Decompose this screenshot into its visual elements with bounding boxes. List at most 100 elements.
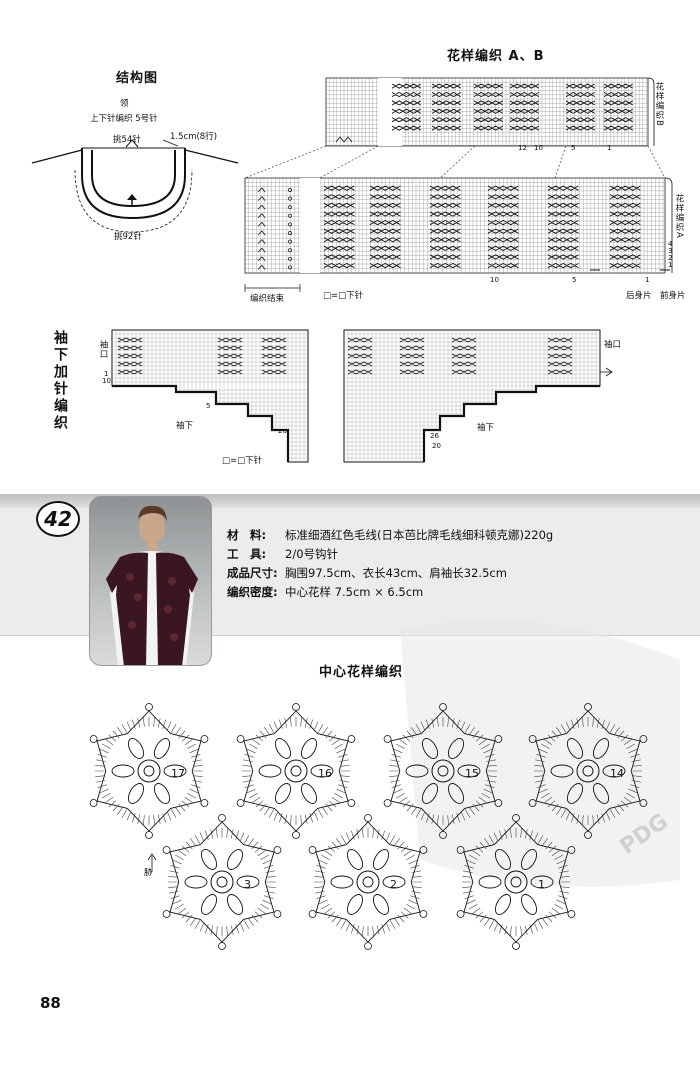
chart-a-crosses xyxy=(547,185,579,269)
sleeve-gap xyxy=(326,330,340,462)
motif-petal xyxy=(300,738,318,759)
structure-title: 结构图 xyxy=(116,71,159,86)
motif-picot xyxy=(639,735,648,743)
b-col-num: 5 xyxy=(571,144,576,152)
a-col-num: 1 xyxy=(645,276,650,284)
yarn-over-mark xyxy=(288,196,292,201)
materials-value: 标准细酒红色毛线(日本芭比牌毛线细科顿克娜)220g xyxy=(285,528,554,542)
sleeve-title: 袖下加针编织 xyxy=(52,330,68,432)
label-b: 花样编织B xyxy=(654,82,664,127)
motif-picot xyxy=(456,846,465,854)
motif-petal xyxy=(382,875,406,889)
motif-picot xyxy=(364,814,372,822)
cuff-right: 袖口 xyxy=(604,340,622,350)
motif-number: 17 xyxy=(171,767,185,780)
sleeve-right-edge xyxy=(422,384,600,462)
tools-row: 工 具: 2/0号钩针 xyxy=(227,545,553,564)
chart-b-crosses xyxy=(473,83,504,131)
motif-petal xyxy=(127,738,145,759)
label-a: 花样编织A xyxy=(674,194,684,239)
motif-petal xyxy=(330,875,354,889)
motif-petal xyxy=(200,894,218,915)
motif-center-ring xyxy=(284,759,308,783)
row-num: 1 xyxy=(668,261,673,269)
motif-picot xyxy=(419,846,428,854)
motif-picot xyxy=(383,799,392,807)
motif-petal xyxy=(530,875,554,889)
motif-picot xyxy=(456,910,465,918)
motif-picot xyxy=(347,799,356,807)
chart-b-crosses xyxy=(565,83,596,131)
pick-bottom-label: 挑92针 xyxy=(114,232,142,242)
motif-outline xyxy=(169,821,275,943)
motif-petal xyxy=(566,783,584,804)
model-photo xyxy=(89,496,212,666)
motif-petal xyxy=(226,894,244,915)
chart-b-crosses xyxy=(431,83,462,131)
materials-label: 材 料: xyxy=(227,528,267,542)
motif-picot xyxy=(145,703,153,711)
motif-number: 14 xyxy=(610,767,624,780)
side-arrow xyxy=(147,853,157,872)
motif-petal xyxy=(153,783,171,804)
sleeve-left-crosses xyxy=(217,337,243,375)
motif-petal xyxy=(111,764,135,778)
row-num: 4 xyxy=(668,240,673,248)
motif-stitches xyxy=(95,717,203,825)
motif-petal xyxy=(127,783,145,804)
yarn-over-mark xyxy=(288,231,292,235)
motif-petal xyxy=(421,783,439,804)
motif-picot xyxy=(89,735,98,743)
motif-number: 15 xyxy=(465,767,479,780)
motif-petal xyxy=(346,894,364,915)
a-col-num: 10 xyxy=(490,276,499,284)
motif-petal xyxy=(372,894,390,915)
motif-petal xyxy=(226,849,244,870)
motif-picot xyxy=(364,942,372,950)
chart-b-crosses xyxy=(391,83,422,131)
row-num: 3 xyxy=(668,247,673,255)
project-badge: 42 xyxy=(36,501,80,537)
motif-petal xyxy=(153,738,171,759)
sleeve-mark: 26 xyxy=(430,432,439,440)
motif-petal xyxy=(372,849,390,870)
motif-center-ring xyxy=(576,759,600,783)
motif-petal xyxy=(310,764,334,778)
motif-petal xyxy=(520,894,538,915)
motif-center-core xyxy=(437,765,449,777)
under-left: 袖下 xyxy=(176,421,194,431)
pick-top-label: 挑54针 xyxy=(113,135,141,145)
b-col-num: 1 xyxy=(607,144,612,152)
motif-picot xyxy=(292,703,300,711)
yarn-over-mark xyxy=(288,188,292,192)
chart-b-bracket xyxy=(647,77,655,146)
motif-picot xyxy=(584,703,592,711)
motif-picot xyxy=(512,814,520,822)
sleeve-left-crosses xyxy=(117,337,143,375)
chart-b-gap xyxy=(378,78,402,146)
motif-picot xyxy=(236,735,245,743)
back-label: 后身片 xyxy=(626,291,652,301)
chart-a-gap xyxy=(300,178,320,273)
b-col-num: 10 xyxy=(534,144,543,152)
chart-a-crosses xyxy=(429,185,461,269)
motif-number: 16 xyxy=(318,767,332,780)
motif-center-ring xyxy=(356,870,380,894)
end-bracket xyxy=(244,284,301,292)
size-value: 胸围97.5cm、衣长43cm、肩袖长32.5cm xyxy=(285,566,507,580)
motif-picot xyxy=(494,799,503,807)
b-col-num: 12 xyxy=(518,144,527,152)
motif-petal xyxy=(346,849,364,870)
cuff-left: 袖口 xyxy=(98,340,108,359)
motif-petal xyxy=(550,764,574,778)
chart-b-edge-mark xyxy=(335,136,353,143)
motif-petal xyxy=(520,849,538,870)
motif-petal xyxy=(447,783,465,804)
motif-petal xyxy=(236,875,260,889)
width-note: 1.5cm(8行) xyxy=(170,132,218,142)
chart-b-crosses xyxy=(509,83,540,131)
yarn-over-mark xyxy=(288,213,292,218)
motif-picot xyxy=(292,831,300,839)
row-num: 2 xyxy=(668,254,673,262)
motif-petal xyxy=(184,875,208,889)
